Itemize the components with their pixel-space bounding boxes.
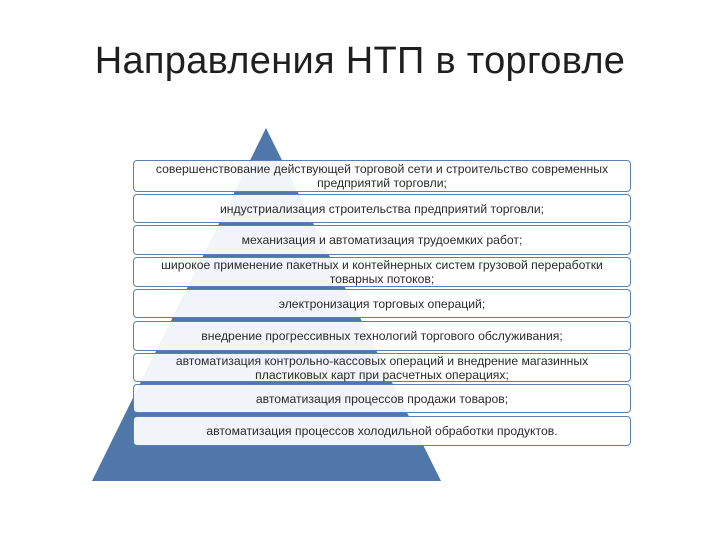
direction-item: внедрение прогрессивных технологий торго…	[133, 321, 631, 351]
slide-title: Направления НТП в торговле	[94, 40, 626, 82]
direction-item: автоматизация процессов холодильной обра…	[133, 416, 631, 446]
direction-item: механизация и автоматизация трудоемких р…	[133, 225, 631, 255]
direction-item: широкое применение пакетных и контейнерн…	[133, 257, 631, 287]
direction-item: индустриализация строительства предприят…	[133, 194, 631, 223]
direction-item: автоматизация процессов продажи товаров;	[133, 384, 631, 413]
direction-item: автоматизация контрольно-кассовых операц…	[133, 353, 631, 382]
direction-item: электронизация торговых операций;	[133, 289, 631, 318]
direction-item: совершенствование действующей торговой с…	[133, 160, 631, 192]
